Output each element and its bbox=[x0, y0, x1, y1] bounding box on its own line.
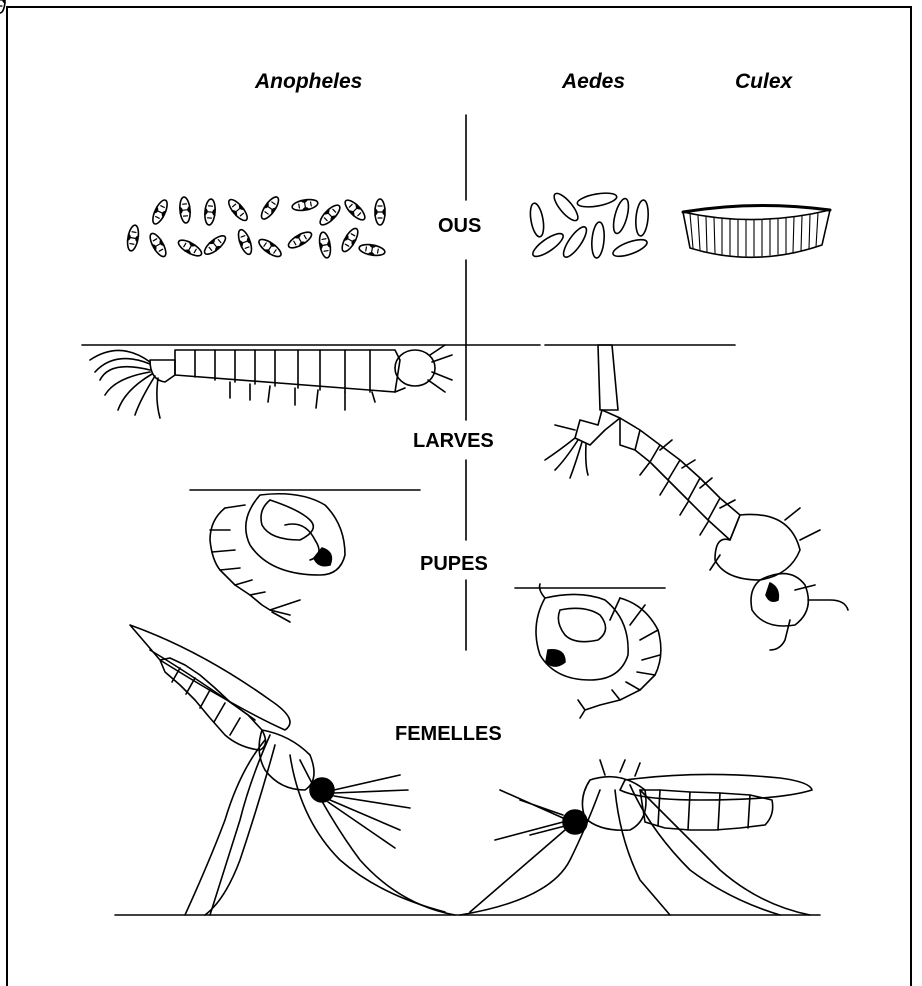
anopheles-female bbox=[130, 625, 455, 915]
culex-female bbox=[460, 760, 812, 915]
culex-larva bbox=[545, 345, 848, 650]
culex-egg-raft bbox=[683, 205, 830, 257]
culex-pupa bbox=[536, 584, 661, 718]
anopheles-pupa bbox=[210, 494, 345, 622]
anopheles-larva bbox=[90, 345, 452, 418]
aedes-eggs bbox=[528, 190, 649, 260]
anopheles-eggs bbox=[0, 0, 386, 260]
